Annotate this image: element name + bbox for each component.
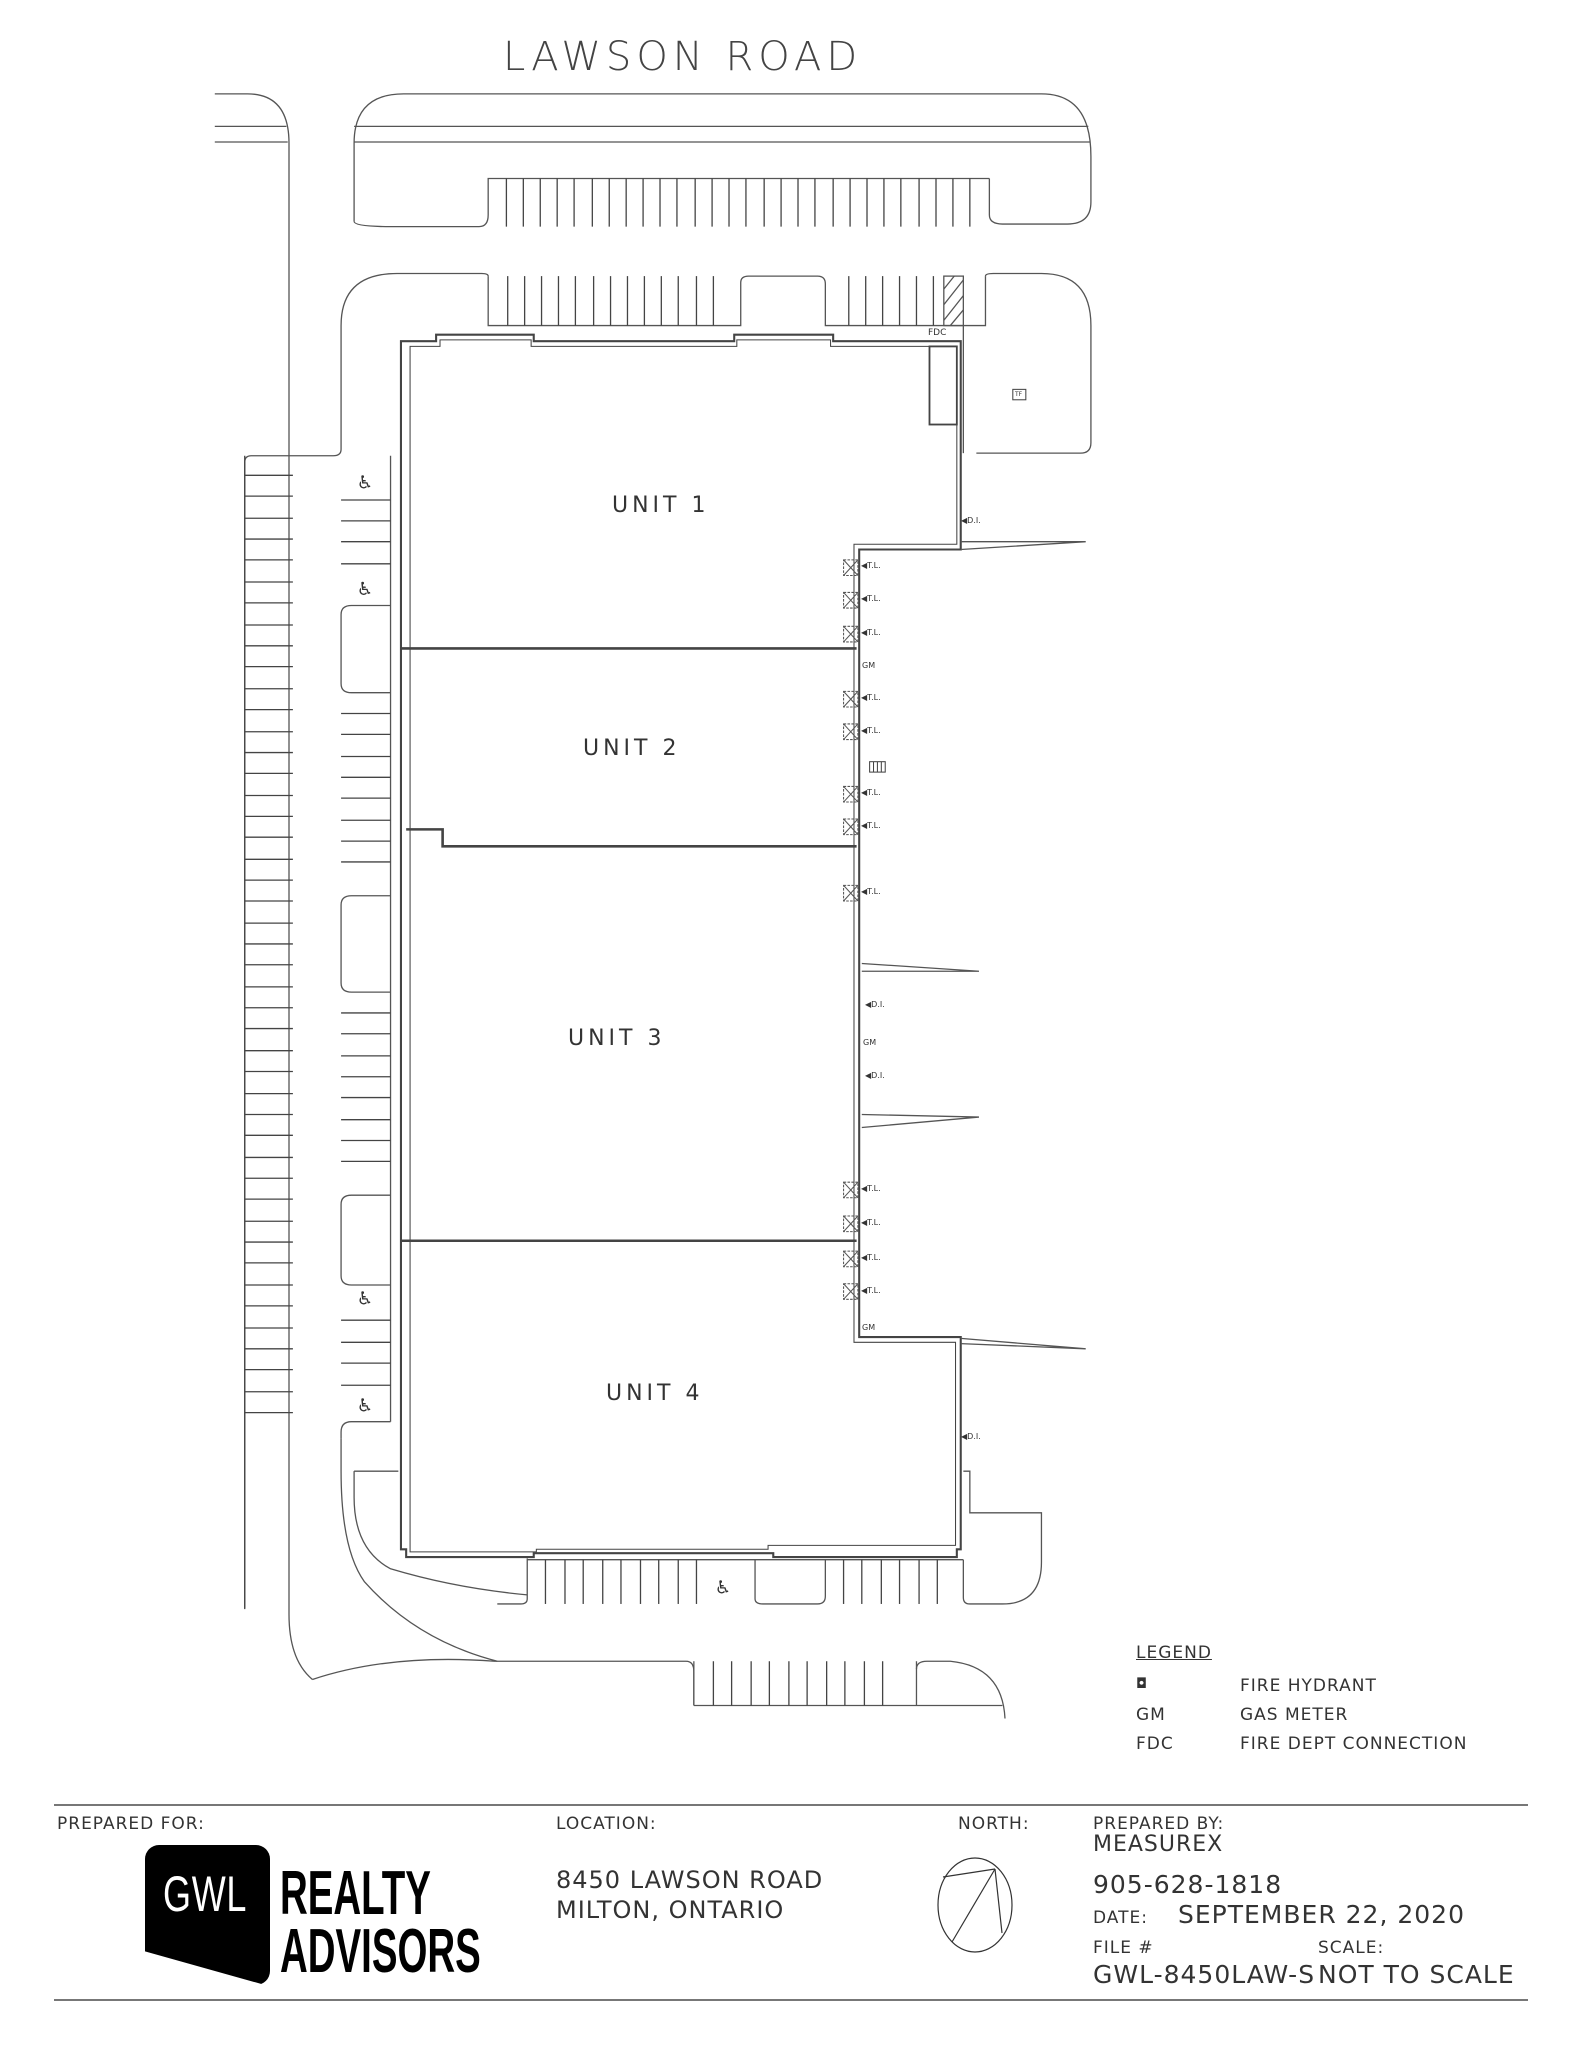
phone-number: 905-628-1818 xyxy=(1093,1870,1283,1899)
north-arrow-icon xyxy=(937,1857,1013,1953)
title-block-bottom-rule xyxy=(54,1999,1528,2001)
prepared-by-label: PREPARED BY: xyxy=(1093,1814,1225,1834)
top-parking-stalls-row1 xyxy=(505,178,971,227)
legend-label-gas-meter: GAS METER xyxy=(1240,1705,1349,1725)
tl-marker: ◀T.L. xyxy=(861,561,881,570)
wheelchair-icon: ♿ xyxy=(357,1289,373,1310)
tl-marker: ◀T.L. xyxy=(861,887,881,896)
scale-label: SCALE: xyxy=(1318,1938,1385,1958)
bottom-parking xyxy=(340,1438,1043,1719)
top-parking-island xyxy=(353,93,1092,228)
prepared-for-label: PREPARED FOR: xyxy=(57,1814,205,1834)
unit-1-label: UNIT 1 xyxy=(612,493,710,518)
fdc-marker: FDC xyxy=(928,328,947,338)
logo-word-advisors: ADVISORS xyxy=(280,1917,481,1986)
bottom-parking-stalls xyxy=(544,1559,938,1706)
legend-title: LEGEND xyxy=(1136,1643,1212,1663)
truck-level-doors xyxy=(843,559,859,1300)
tl-marker: ◀T.L. xyxy=(861,594,881,603)
tl-marker: ◀T.L. xyxy=(861,693,881,702)
legend-label-fire-hydrant: FIRE HYDRANT xyxy=(1240,1676,1377,1696)
site-curb-around-building xyxy=(244,272,1092,1608)
accessible-hatched-stall xyxy=(943,275,964,327)
tl-marker: ◀T.L. xyxy=(861,788,881,797)
location-label: LOCATION: xyxy=(556,1814,657,1834)
unit-3-label: UNIT 3 xyxy=(568,1026,666,1051)
tl-marker: ◀T.L. xyxy=(861,628,881,637)
gm-marker: GM xyxy=(862,661,876,670)
north-label: NORTH: xyxy=(958,1814,1030,1834)
road-curb-left xyxy=(214,93,695,1706)
title-block-top-rule xyxy=(54,1804,1528,1806)
prepared-by-name: MEASUREX xyxy=(1093,1832,1224,1857)
di-marker: ◀D.I. xyxy=(961,1432,981,1441)
wheelchair-icon: ♿ xyxy=(357,472,373,493)
left-inner-islands xyxy=(340,455,392,1439)
tl-marker: ◀T.L. xyxy=(861,1286,881,1295)
left-parking-stripes xyxy=(244,474,391,1414)
file-number: GWL-8450LAW-S xyxy=(1093,1960,1316,1989)
legend-code-gm: GM xyxy=(1136,1705,1166,1725)
di-marker: ◀D.I. xyxy=(865,1071,885,1080)
location-line1: 8450 LAWSON ROAD xyxy=(556,1866,824,1894)
gm-marker: GM xyxy=(862,1323,876,1332)
tl-marker: ◀T.L. xyxy=(861,1253,881,1262)
tl-marker: ◀T.L. xyxy=(861,1184,881,1193)
stair-icon xyxy=(869,761,886,773)
fire-hydrant-icon: ◘ xyxy=(1136,1676,1149,1692)
legend-code-fdc: FDC xyxy=(1136,1734,1174,1754)
di-marker: ◀D.I. xyxy=(961,516,981,525)
legend-label-fdc: FIRE DEPT CONNECTION xyxy=(1240,1734,1468,1754)
building-outline xyxy=(399,333,962,1559)
transformer-label: TF xyxy=(1015,391,1023,398)
wheelchair-icon: ♿ xyxy=(715,1578,731,1599)
di-marker: ◀D.I. xyxy=(865,1000,885,1009)
road-name: LAWSON ROAD xyxy=(503,34,863,80)
demising-walls xyxy=(400,647,857,1243)
tl-marker: ◀T.L. xyxy=(861,726,881,735)
fdc-room xyxy=(928,345,958,426)
wheelchair-icon: ♿ xyxy=(357,1395,373,1416)
scale-value: NOT TO SCALE xyxy=(1318,1960,1515,1989)
tl-marker: ◀T.L. xyxy=(861,821,881,830)
date-value: SEPTEMBER 22, 2020 xyxy=(1178,1900,1465,1929)
unit-4-label: UNIT 4 xyxy=(606,1381,704,1406)
logo-word-realty: REALTY xyxy=(280,1859,431,1928)
date-label: DATE: xyxy=(1093,1908,1148,1928)
location-line2: MILTON, ONTARIO xyxy=(556,1896,785,1924)
tl-marker: ◀T.L. xyxy=(861,1218,881,1227)
gm-marker: GM xyxy=(863,1038,877,1047)
top-parking-stalls-row2 xyxy=(507,276,935,326)
unit-2-label: UNIT 2 xyxy=(583,736,681,761)
file-label: FILE # xyxy=(1093,1938,1154,1958)
transformer-pad xyxy=(1012,388,1027,401)
loading-ramps xyxy=(861,541,1086,1350)
accessible-parking-icons: ♿ ♿ ♿ ♿ ♿ xyxy=(357,472,731,1598)
wheelchair-icon: ♿ xyxy=(357,579,373,600)
